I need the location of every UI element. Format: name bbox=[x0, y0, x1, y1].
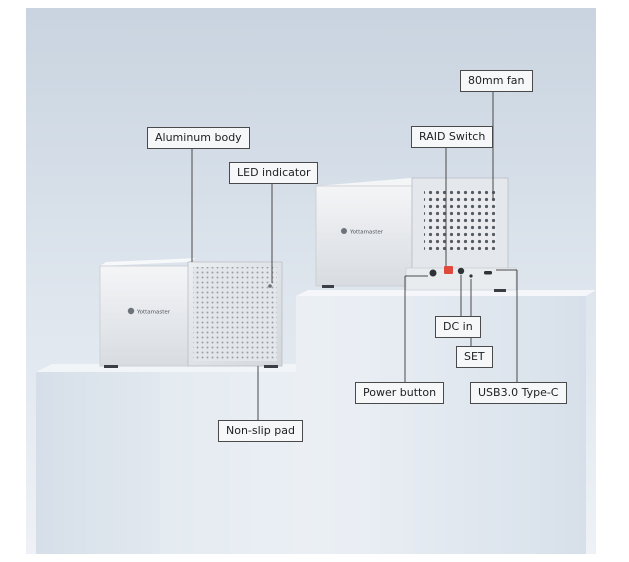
callout-aluminum-body: Aluminum body bbox=[147, 127, 250, 149]
callout-80mm-fan: 80mm fan bbox=[460, 70, 533, 92]
front-logo: Yottamaster bbox=[136, 310, 171, 316]
rear-logo: Yottamaster bbox=[349, 230, 384, 236]
dc-in-port bbox=[457, 267, 465, 275]
callout-power-button: Power button bbox=[355, 382, 445, 404]
front-enclosure: Yottamaster bbox=[99, 258, 283, 368]
front-mesh-panel bbox=[193, 267, 277, 361]
rear-enclosure: Yottamaster bbox=[315, 177, 517, 292]
usb-c-port bbox=[484, 271, 492, 275]
led-indicator bbox=[268, 284, 272, 288]
right-pedestal bbox=[296, 290, 596, 554]
callout-led-indicator: LED indicator bbox=[229, 162, 319, 184]
callout-usb-type-c: USB3.0 Type-C bbox=[470, 382, 567, 404]
callout-set: SET bbox=[456, 346, 493, 368]
leader-lines bbox=[191, 91, 518, 421]
callout-raid-switch: RAID Switch bbox=[411, 126, 494, 148]
power-button-port bbox=[429, 269, 437, 277]
fan-grille bbox=[424, 190, 496, 250]
callout-dc-in: DC in bbox=[435, 316, 481, 338]
callout-non-slip-pad: Non-slip pad bbox=[218, 420, 303, 442]
raid-switch bbox=[444, 266, 453, 274]
left-pedestal bbox=[36, 364, 316, 554]
set-button bbox=[469, 274, 473, 278]
